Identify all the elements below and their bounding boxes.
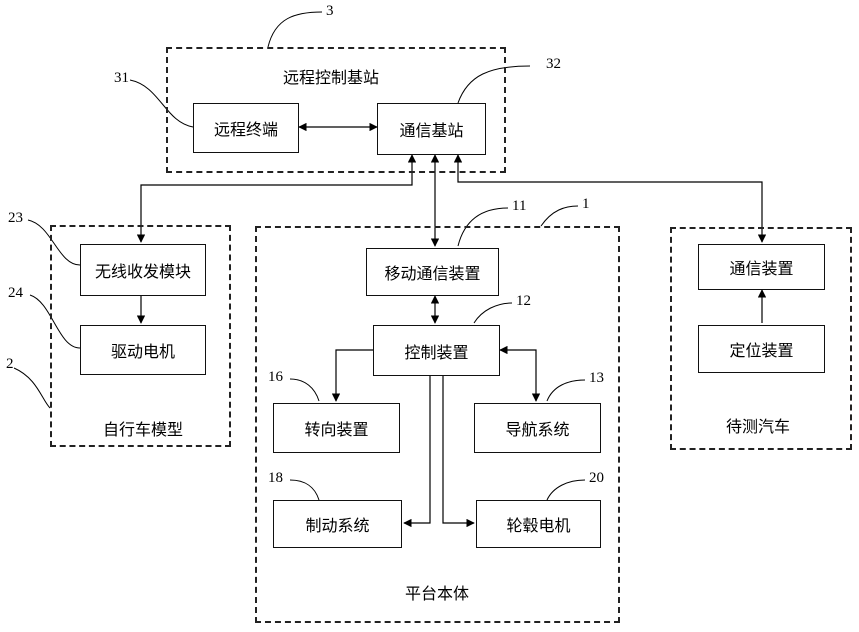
box-hub-motor: 轮毂电机 (476, 500, 601, 548)
ref-num-2: 2 (6, 356, 14, 373)
box-control-device: 控制装置 (373, 325, 500, 376)
ref-num-3: 3 (326, 3, 334, 20)
box-steering-device: 转向装置 (273, 403, 400, 453)
box-brake-system: 制动系统 (273, 500, 402, 548)
box-car-comm: 通信装置 (698, 244, 825, 290)
ref-num-24: 24 (8, 285, 23, 302)
box-comm-base-station: 通信基站 (377, 103, 486, 155)
box-drive-motor: 驱动电机 (80, 325, 206, 375)
ref-num-13: 13 (589, 370, 604, 387)
group-label-test-car: 待测汽车 (726, 413, 790, 437)
group-label-remote-station: 远程控制基站 (283, 64, 379, 88)
ref-num-20: 20 (589, 470, 604, 487)
box-mobile-comm: 移动通信装置 (366, 248, 499, 296)
ref-num-16: 16 (268, 369, 283, 386)
box-navigation-system: 导航系统 (474, 403, 601, 453)
ref-num-23: 23 (8, 210, 23, 227)
ref-num-11: 11 (512, 198, 526, 215)
ref-num-18: 18 (268, 470, 283, 487)
group-label-platform: 平台本体 (405, 580, 469, 604)
ref-num-32: 32 (546, 56, 561, 73)
ref-num-1: 1 (582, 196, 590, 213)
ref-num-12: 12 (516, 293, 531, 310)
box-positioning: 定位装置 (698, 325, 825, 373)
group-label-bike-model: 自行车模型 (103, 416, 183, 440)
box-remote-terminal: 远程终端 (193, 103, 299, 153)
ref-num-31: 31 (114, 70, 129, 87)
box-wireless-module: 无线收发模块 (80, 244, 206, 296)
